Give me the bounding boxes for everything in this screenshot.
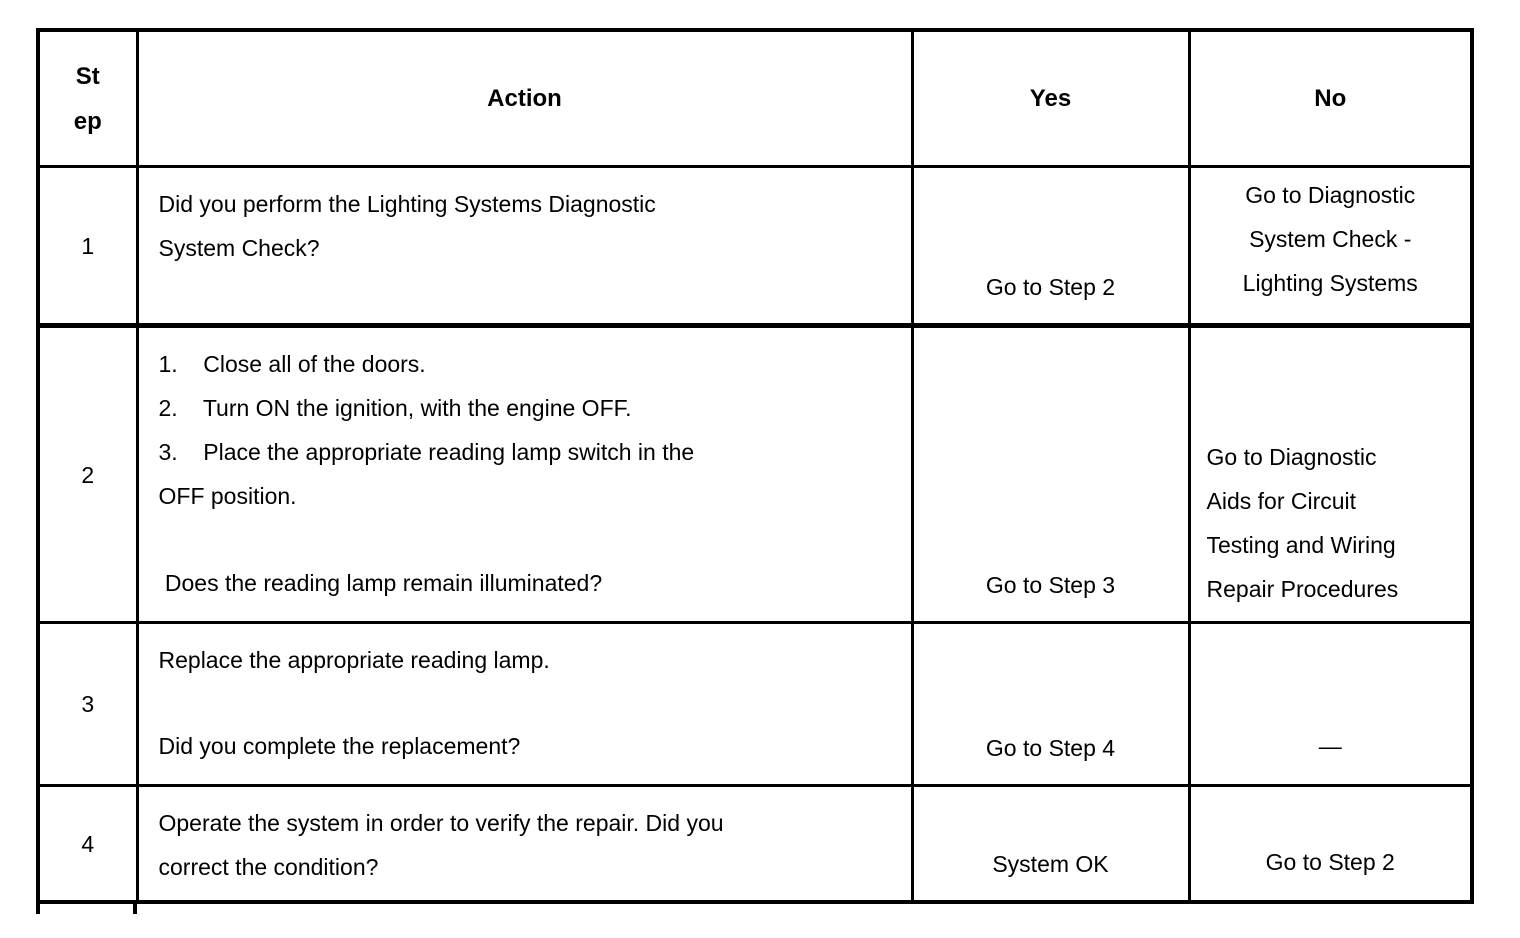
no-line: Testing and Wiring [1206, 532, 1396, 558]
action-cell: Did you perform the Lighting Systems Dia… [135, 165, 914, 327]
diagnostic-table-container: St ep Action Yes No [36, 28, 1474, 914]
action-line: Replace the appropriate reading lamp. [158, 647, 550, 673]
action-question: Did you complete the replacement? [158, 733, 521, 759]
action-list-item: 2. Turn ON the ignition, with the engine… [158, 395, 632, 421]
step-number: 2 [81, 461, 95, 488]
yes-header-label: Yes [1029, 85, 1072, 112]
table-continuation-tick [133, 904, 137, 914]
step-cell: 2 [36, 323, 139, 624]
action-line: System Check? [158, 235, 320, 261]
yes-label: System OK [992, 851, 1109, 877]
step-number: 1 [81, 232, 95, 259]
action-cell: Replace the appropriate reading lamp. Di… [135, 621, 914, 787]
action-list-item: 3. Place the appropriate reading lamp sw… [158, 439, 695, 465]
action-line: Did you perform the Lighting Systems Dia… [158, 191, 656, 217]
no-dash: — [1318, 733, 1342, 759]
table-row: 2 1. Close all of the doors. 2. Turn ON … [36, 323, 1474, 624]
yes-label: Go to Step 3 [985, 572, 1116, 598]
yes-label: Go to Step 4 [985, 735, 1116, 761]
no-line: Go to Step 2 [1265, 849, 1395, 875]
no-line: Aids for Circuit [1206, 488, 1357, 514]
action-line: correct the condition? [158, 854, 379, 880]
step-number: 3 [81, 691, 95, 717]
step-cell: 4 [36, 784, 139, 904]
action-line: Operate the system in order to verify th… [158, 810, 724, 836]
action-header-cell: Action [135, 28, 914, 168]
table-row: 1 Did you perform the Lighting Systems D… [36, 165, 1474, 327]
no-header-label: No [1314, 85, 1347, 112]
action-list-item: 1. Close all of the doors. [158, 351, 426, 377]
yes-cell: System OK [910, 784, 1191, 904]
no-line: Repair Procedures [1206, 576, 1399, 602]
table-row: 3 Replace the appropriate reading lamp. … [36, 621, 1474, 787]
table-continuation-tick [36, 904, 40, 914]
step-header-line: St [75, 62, 100, 90]
no-header-cell: No [1187, 28, 1474, 168]
action-header-label: Action [487, 85, 562, 112]
step-cell: 3 [36, 621, 139, 787]
yes-header-cell: Yes [910, 28, 1191, 168]
no-cell: Go to Step 2 [1187, 784, 1474, 904]
yes-cell: Go to Step 3 [910, 323, 1191, 624]
no-line: Go to Diagnostic [1206, 444, 1377, 470]
no-cell: Go to Diagnostic Aids for Circuit Testin… [1187, 323, 1474, 624]
no-line: Go to Diagnostic [1245, 181, 1416, 208]
action-line: OFF position. [158, 483, 297, 509]
no-line: System Check - [1249, 225, 1412, 252]
table-row: 4 Operate the system in order to verify … [36, 784, 1474, 904]
yes-cell: Go to Step 2 [910, 165, 1191, 327]
no-line: Lighting Systems [1242, 269, 1418, 296]
diagnostic-step-table: St ep Action Yes No [36, 28, 1474, 904]
action-cell: Operate the system in order to verify th… [135, 784, 914, 904]
header-row: St ep Action Yes No [36, 28, 1474, 168]
no-cell: Go to Diagnostic System Check - Lighting… [1187, 165, 1474, 327]
step-cell: 1 [36, 165, 139, 327]
step-header-cell: St ep [36, 28, 139, 168]
step-header-line: ep [73, 107, 102, 135]
yes-label: Go to Step 2 [985, 274, 1116, 300]
action-question: Does the reading lamp remain illuminated… [158, 570, 603, 596]
yes-cell: Go to Step 4 [910, 621, 1191, 787]
no-cell: — [1187, 621, 1474, 787]
step-number: 4 [81, 830, 95, 857]
action-cell: 1. Close all of the doors. 2. Turn ON th… [135, 323, 914, 624]
